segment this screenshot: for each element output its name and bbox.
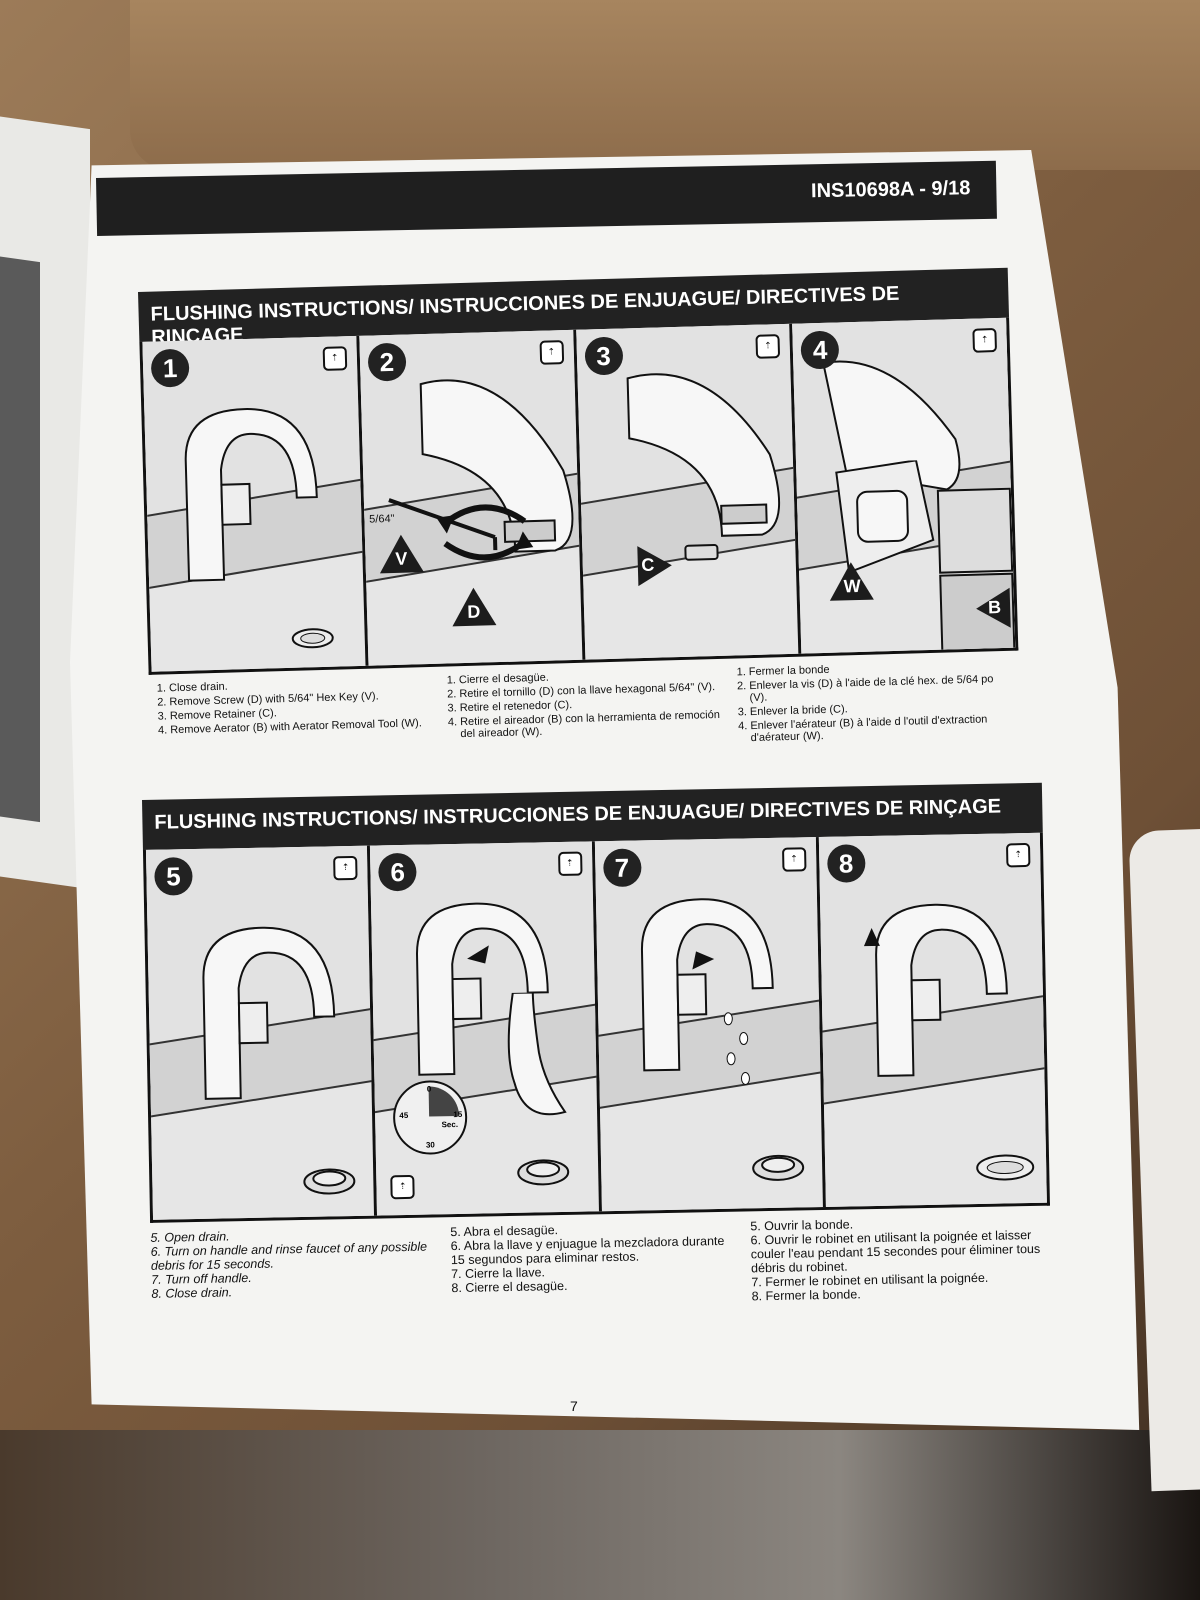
step-panel-5: 5 ⇡ — [145, 845, 378, 1220]
section-2-panels: 5 ⇡ 6 ⇡ — [142, 832, 1050, 1223]
faucet-icon — [640, 898, 774, 1072]
rotate-arrow-icon — [436, 504, 534, 561]
instruction-fr-4: Enlever l'aérateur (B) à l'aide d l'outi… — [750, 713, 1011, 744]
water-flow-icon — [508, 991, 567, 1116]
step-panel-2: 2 ⇡ 5/64" V D — [359, 329, 585, 666]
hex-key-size: 5/64" — [369, 512, 395, 526]
step-panel-7: 7 ⇡ — [594, 837, 826, 1212]
label-c: C — [636, 545, 672, 587]
instructions-spanish: Cierre el desagüe. Retire el tornillo (D… — [439, 667, 731, 755]
timer-icon: 0 15 30 45 Sec. — [392, 1079, 469, 1156]
drain-icon — [291, 628, 334, 649]
lift-rod-icon: ⇡ — [322, 346, 348, 371]
instructions-english: 5. Open drain. 6. Turn on handle and rin… — [150, 1225, 452, 1315]
retainer-icon — [683, 544, 719, 561]
step-number-8: 8 — [826, 844, 866, 883]
lift-rod-icon: ⇡ — [539, 340, 564, 365]
faucet-icon — [416, 902, 550, 1076]
section-1-panels: 1 ⇡ 2 ⇡ — [139, 317, 1019, 675]
step-number-7: 7 — [602, 848, 642, 888]
instructions-french: 5. Ouvrir la bonde. 6. Ouvrir le robinet… — [750, 1214, 1052, 1303]
instructions-spanish: 5. Abra el desagüe. 6. Abra la llave y e… — [450, 1219, 752, 1309]
instruction-fr-6: 6. Ouvrir le robinet en utilisant la poi… — [750, 1228, 1041, 1276]
left-page-strip — [0, 256, 40, 823]
floor — [0, 1430, 1200, 1600]
document-code: INS10698A - 9/18 — [810, 177, 971, 203]
aerator-tool-icon — [835, 459, 935, 574]
drain-icon — [975, 1154, 1034, 1181]
spout-icon — [822, 360, 961, 491]
instruction-es-4: Retire el aireador (B) con la herramient… — [460, 709, 721, 740]
lift-rod-icon: ⇡ — [1005, 842, 1031, 868]
section-2-instructions: 5. Open drain. 6. Turn on handle and rin… — [150, 1214, 1051, 1315]
page-number: 7 — [570, 1398, 578, 1414]
lift-rod-icon: ⇡ — [390, 1174, 415, 1200]
sofa-cushion — [130, 0, 1200, 170]
label-w: W — [829, 561, 875, 601]
faucet-icon — [202, 926, 336, 1100]
spout-icon — [419, 379, 574, 553]
step-panel-8: 8 ⇡ — [818, 832, 1047, 1207]
flushing-section-2: FLUSHING INSTRUCTIONS/ INSTRUCCIONES DE … — [142, 782, 1052, 1315]
aerator-inset-top — [936, 487, 1014, 574]
flushing-section-1: FLUSHING INSTRUCTIONS/ INSTRUCCIONES DE … — [138, 267, 1021, 763]
drain-icon — [303, 1168, 356, 1195]
step-panel-4: 4 ⇡ W B — [792, 317, 1016, 654]
label-d: D — [451, 587, 497, 627]
lift-rod-icon: ⇡ — [333, 855, 358, 881]
lift-rod-icon: ⇡ — [557, 851, 583, 877]
lift-rod-icon: ⇡ — [781, 847, 807, 872]
drain-icon — [517, 1159, 570, 1186]
water-drops-icon — [723, 1012, 750, 1085]
step-panel-6: 6 ⇡ 0 15 30 45 Sec. ⇡ — [370, 841, 602, 1216]
label-v: V — [378, 534, 424, 574]
drain-icon — [751, 1154, 804, 1181]
faucet-icon — [184, 408, 318, 582]
instructions-french: Fermer la bonde Enlever la vis (D) à l'a… — [729, 659, 1021, 747]
spout-icon — [626, 373, 780, 537]
faucet-icon — [863, 903, 1008, 1077]
label-b: B — [975, 587, 1011, 629]
lift-rod-icon: ⇡ — [755, 334, 781, 359]
step-panel-1: 1 ⇡ — [142, 335, 369, 672]
lift-rod-icon: ⇡ — [972, 328, 998, 353]
instructions-english: Close drain. Remove Screw (D) with 5/64"… — [149, 675, 441, 763]
step-panel-3: 3 ⇡ C — [575, 323, 802, 660]
step-number-3: 3 — [583, 336, 623, 376]
